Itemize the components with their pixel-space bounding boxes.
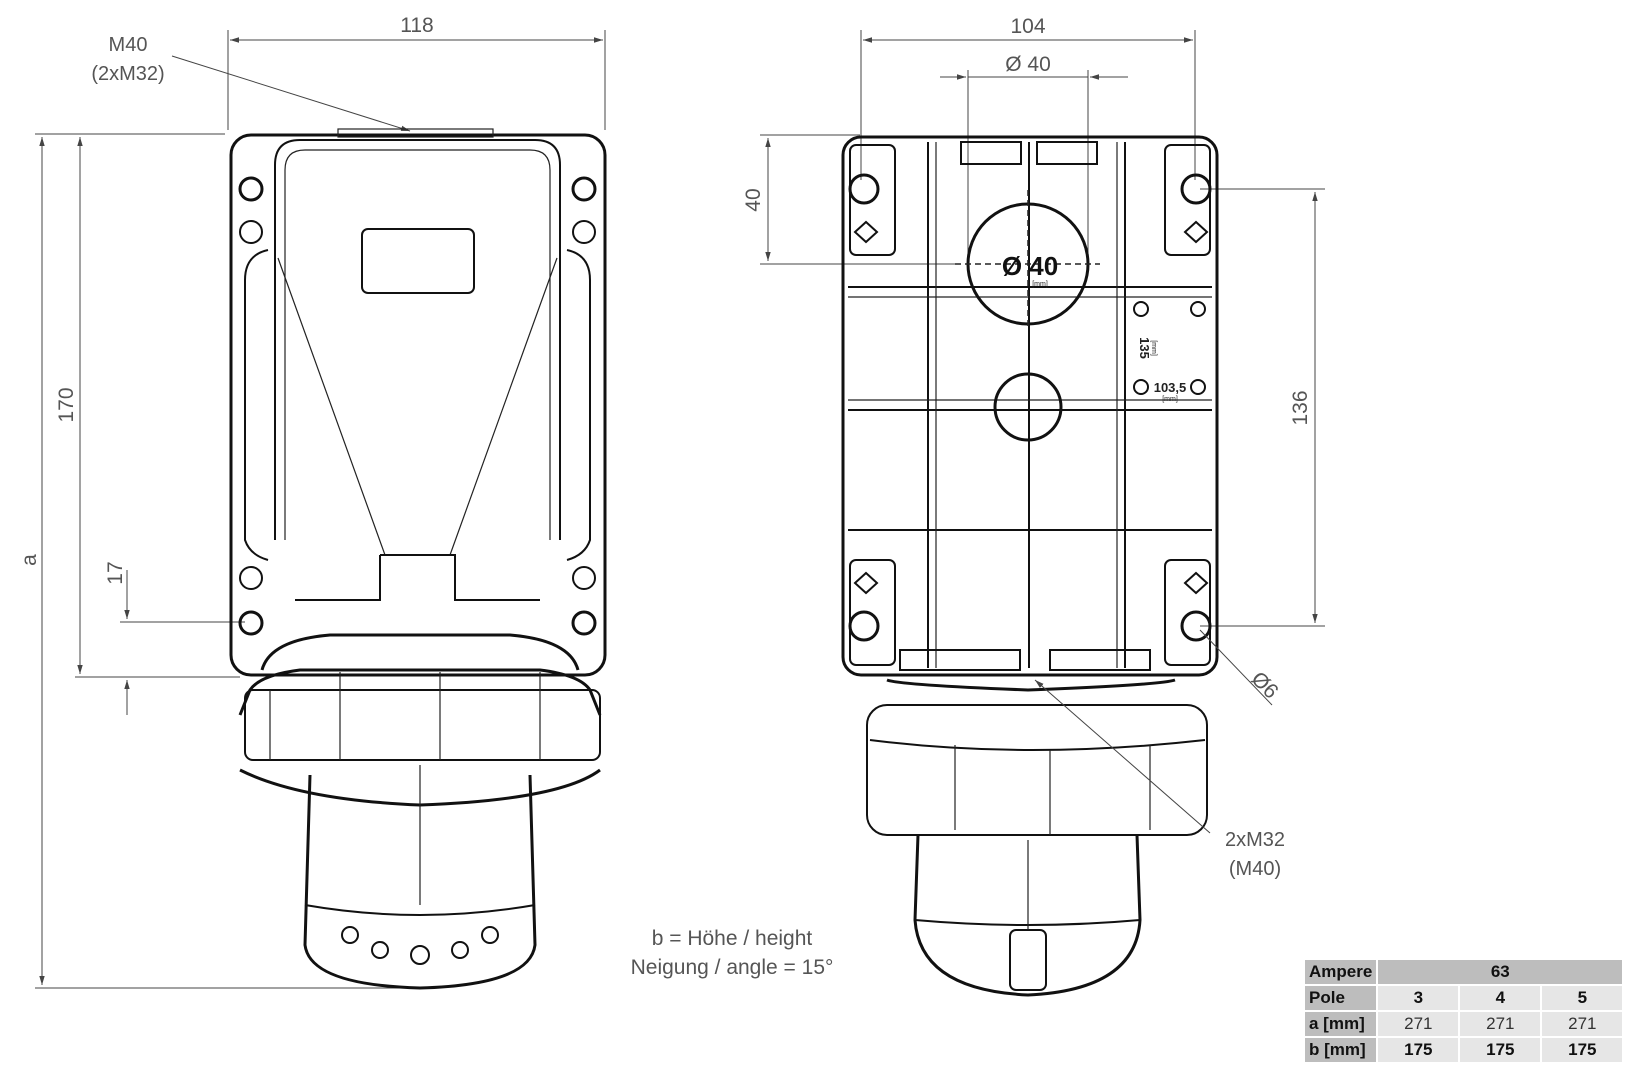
center-diameter-label: Ø 40 bbox=[1002, 251, 1058, 281]
cell-b-2: 175 bbox=[1460, 1038, 1541, 1062]
table-row: Pole 3 4 5 bbox=[1305, 986, 1623, 1010]
note-height: b = Höhe / height bbox=[652, 927, 813, 950]
dim-height-170: 170 bbox=[55, 387, 78, 422]
row-label-ampere: Ampere bbox=[1305, 960, 1377, 984]
right-back-view: 104 Ø 40 40 136 bbox=[742, 15, 1325, 997]
row-label-pole: Pole bbox=[1305, 986, 1377, 1010]
mount-hole-icon bbox=[238, 610, 264, 636]
dim-width-118: 118 bbox=[400, 14, 433, 37]
dim-width-104: 104 bbox=[1010, 15, 1045, 38]
screw-icon bbox=[848, 173, 880, 205]
dim-40-vertical: 40 bbox=[742, 188, 765, 211]
screw-icon bbox=[572, 220, 596, 244]
dim-17: 17 bbox=[104, 561, 127, 584]
cell-pole-4: 4 bbox=[1460, 986, 1541, 1010]
mark-103-5: 103,5 bbox=[1154, 380, 1187, 395]
mount-hole-icon bbox=[848, 610, 880, 642]
mark-103-5-unit: [mm] bbox=[1162, 396, 1178, 403]
callout-m40-right: (M40) bbox=[1229, 858, 1281, 880]
screw-icon bbox=[239, 220, 263, 244]
cell-pole-3: 3 bbox=[1378, 986, 1459, 1010]
mark-135-unit: [mm] bbox=[1150, 340, 1157, 356]
cell-b-3: 175 bbox=[1542, 1038, 1623, 1062]
table-row: Ampere 63 bbox=[1305, 960, 1623, 984]
cell-a-1: 271 bbox=[1378, 1012, 1459, 1036]
callout-2xm32-right: 2xM32 bbox=[1225, 829, 1285, 851]
mount-hole-icon bbox=[571, 610, 597, 636]
table-row: a [mm] 271 271 271 bbox=[1305, 1012, 1623, 1036]
center-unit-label: [mm] bbox=[1032, 281, 1048, 288]
screw-icon bbox=[1180, 610, 1212, 642]
dim-a: a bbox=[18, 554, 41, 566]
cell-ampere: 63 bbox=[1378, 960, 1623, 984]
cell-a-2: 271 bbox=[1460, 1012, 1541, 1036]
mount-hole-icon bbox=[571, 176, 597, 202]
mark-135: 135 bbox=[1137, 337, 1152, 359]
row-label-b: b [mm] bbox=[1305, 1038, 1377, 1062]
dim-136: 136 bbox=[1289, 390, 1312, 425]
spec-table: Ampere 63 Pole 3 4 5 a [mm] 271 271 271 … bbox=[1303, 958, 1624, 1064]
dim-hole-6: Ø6 bbox=[1247, 667, 1283, 703]
screw-icon bbox=[1180, 173, 1212, 205]
cell-a-3: 271 bbox=[1542, 1012, 1623, 1036]
note-angle: Neigung / angle = 15° bbox=[631, 956, 834, 979]
left-side-view: 118 M40 (2xM32) a 170 17 bbox=[18, 14, 607, 990]
mount-hole-icon bbox=[238, 176, 264, 202]
callout-2xm32: (2xM32) bbox=[91, 63, 164, 85]
cell-b-1: 175 bbox=[1378, 1038, 1459, 1062]
table-row: b [mm] 175 175 175 bbox=[1305, 1038, 1623, 1062]
row-label-a: a [mm] bbox=[1305, 1012, 1377, 1036]
screw-icon bbox=[572, 566, 596, 590]
callout-m40: M40 bbox=[109, 34, 148, 56]
cell-pole-5: 5 bbox=[1542, 986, 1623, 1010]
screw-icon bbox=[239, 566, 263, 590]
dim-diameter-40-top: Ø 40 bbox=[1005, 53, 1051, 76]
